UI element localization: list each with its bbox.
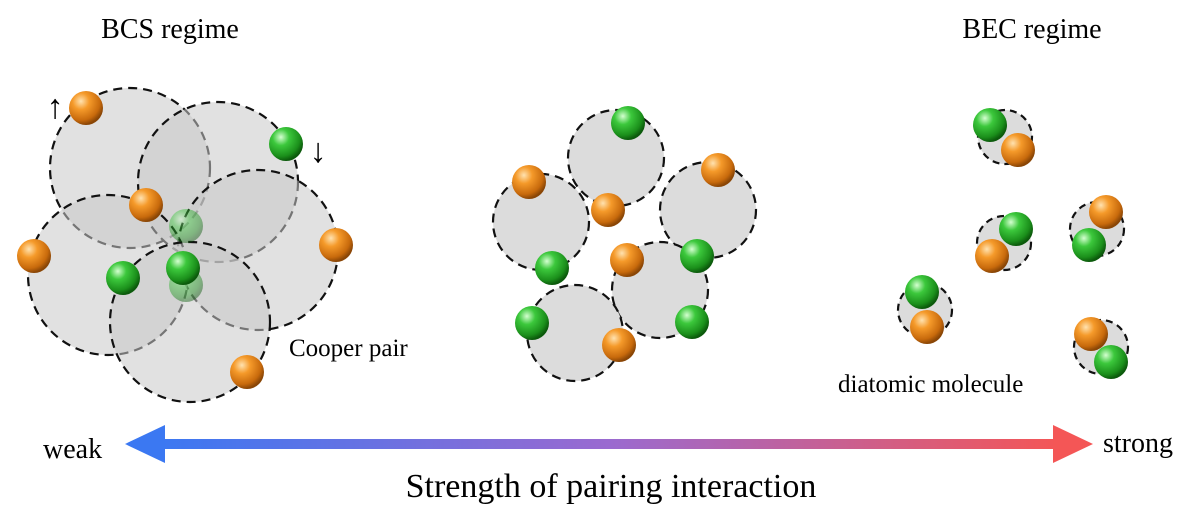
bcs-atoms xyxy=(17,91,353,389)
arrow-head-strong xyxy=(1053,425,1093,463)
diatomic-molecule xyxy=(1068,195,1126,262)
spin-down-atom xyxy=(1094,345,1128,379)
spin-up-atom xyxy=(17,239,51,273)
spin-up-atom xyxy=(1074,317,1108,351)
spin-up-atom xyxy=(910,310,944,344)
spin-up-atom xyxy=(610,243,644,277)
spin-up-atom xyxy=(69,91,103,125)
spin-down-atom xyxy=(106,261,140,295)
spin-up-atom xyxy=(1001,133,1035,167)
diatomic-molecule xyxy=(896,275,954,344)
bec-molecules xyxy=(896,108,1130,379)
spin-down-atom xyxy=(1072,228,1106,262)
spin-down-atom xyxy=(905,275,939,309)
spin-up-arrow: ↑ xyxy=(47,89,64,126)
spin-down-atom xyxy=(515,306,549,340)
diatomic-molecule-label: diatomic molecule xyxy=(838,371,1023,398)
interaction-strength-arrow xyxy=(125,425,1093,463)
spin-up-atom xyxy=(701,153,735,187)
diatomic-molecule xyxy=(975,212,1033,273)
arrow-head-weak xyxy=(125,425,165,463)
bec-regime-label: BEC regime xyxy=(962,14,1101,45)
spin-up-atom xyxy=(319,228,353,262)
bcs-cooper-pairs xyxy=(26,86,340,404)
crossover-pairs xyxy=(491,106,758,383)
diatomic-molecule xyxy=(973,108,1035,167)
diatomic-molecule xyxy=(1072,317,1130,379)
bcs-regime-label: BCS regime xyxy=(101,14,239,45)
spin-up-atom xyxy=(230,355,264,389)
spin-down-atom xyxy=(166,251,200,285)
spin-down-atom xyxy=(675,305,709,339)
spin-down-atom xyxy=(169,209,203,243)
spin-down-atom xyxy=(973,108,1007,142)
spin-down-atom xyxy=(680,239,714,273)
strong-label: strong xyxy=(1103,428,1173,459)
cooper-pair-label: Cooper pair xyxy=(289,335,408,362)
arrow-shaft xyxy=(158,439,1058,449)
spin-up-atom xyxy=(129,188,163,222)
spin-up-atom xyxy=(975,239,1009,273)
spin-up-atom xyxy=(602,328,636,362)
spin-up-atom xyxy=(591,193,625,227)
spin-down-atom xyxy=(999,212,1033,246)
spin-down-atom xyxy=(269,127,303,161)
spin-down-arrow: ↓ xyxy=(310,133,327,170)
spin-up-atom xyxy=(512,165,546,199)
axis-title: Strength of pairing interaction xyxy=(406,468,817,505)
spin-down-atom xyxy=(611,106,645,140)
spin-down-atom xyxy=(535,251,569,285)
spin-up-atom xyxy=(1089,195,1123,229)
weak-label: weak xyxy=(43,434,102,465)
